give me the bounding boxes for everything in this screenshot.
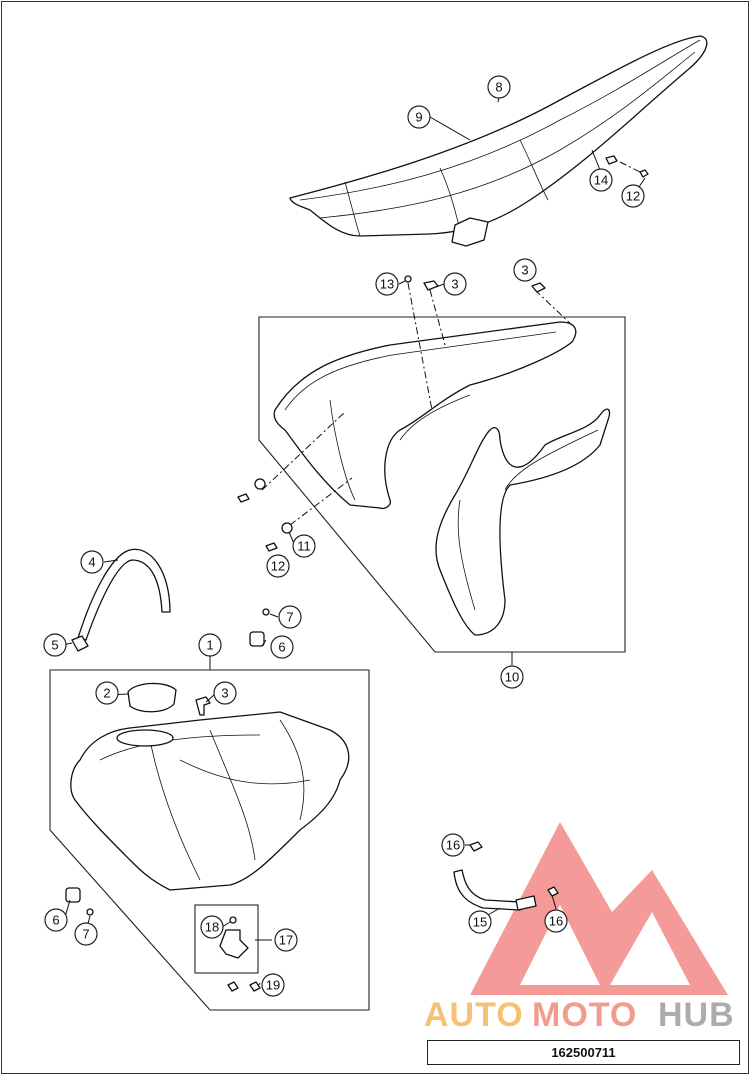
svg-text:5: 5	[51, 638, 58, 653]
svg-text:3: 3	[521, 263, 528, 278]
diagram-code: 162500711	[551, 1045, 616, 1060]
callout-12-seat: 12	[621, 184, 645, 208]
callout-10: 10	[500, 665, 524, 689]
callout-7-top: 7	[278, 605, 302, 629]
seat-part	[289, 35, 708, 247]
tank-cap	[127, 682, 211, 716]
fuel-tap-box	[194, 904, 261, 992]
callout-19: 19	[261, 973, 285, 997]
svg-text:16: 16	[549, 914, 563, 929]
svg-text:8: 8	[495, 80, 502, 95]
svg-text:2: 2	[103, 686, 110, 701]
svg-text:14: 14	[594, 173, 608, 188]
svg-text:7: 7	[82, 927, 89, 942]
callout-17: 17	[274, 928, 298, 952]
watermark-text-hub: HUB	[658, 996, 735, 1034]
svg-text:12: 12	[271, 559, 285, 574]
svg-text:17: 17	[279, 933, 293, 948]
callout-8: 8	[487, 75, 511, 99]
callout-5: 5	[43, 633, 67, 657]
svg-text:11: 11	[297, 539, 311, 554]
watermark-text: AUTO MOTO HUB	[424, 996, 735, 1034]
callout-12-cover: 12	[266, 554, 290, 578]
svg-text:6: 6	[52, 913, 59, 928]
callout-3-tank: 3	[213, 681, 237, 705]
watermark-text-moto: MOTO	[532, 996, 637, 1034]
watermark-logo	[470, 822, 728, 995]
svg-text:18: 18	[205, 920, 219, 935]
fuel-tank-part	[70, 711, 350, 891]
svg-text:3: 3	[451, 277, 458, 292]
callout-16-bottom: 16	[544, 909, 568, 933]
callout-4: 4	[80, 550, 104, 574]
svg-text:13: 13	[380, 277, 394, 292]
svg-text:16: 16	[446, 838, 460, 853]
svg-text:4: 4	[88, 555, 95, 570]
nut-bolt-6-7-bottom	[65, 887, 94, 916]
breather-hose	[71, 548, 171, 652]
callout-13: 13	[375, 272, 399, 296]
side-cover-lower	[435, 408, 611, 636]
callout-11: 11	[292, 534, 316, 558]
fuel-line-part	[453, 841, 559, 911]
callout-2: 2	[95, 681, 119, 705]
svg-text:6: 6	[278, 640, 285, 655]
svg-text:10: 10	[505, 670, 519, 685]
svg-text:1: 1	[206, 638, 213, 653]
diagram-code-box: 162500711	[427, 1040, 740, 1065]
callout-9: 9	[407, 105, 431, 129]
callout-15: 15	[468, 910, 492, 934]
svg-text:12: 12	[626, 189, 640, 204]
side-cover-group-box	[258, 316, 626, 653]
callout-14: 14	[589, 168, 613, 192]
svg-text:15: 15	[473, 915, 487, 930]
callout-16-top: 16	[441, 833, 465, 857]
svg-text:19: 19	[266, 978, 280, 993]
seat-screw	[605, 155, 649, 178]
callout-1: 1	[198, 633, 222, 657]
svg-text:7: 7	[286, 610, 293, 625]
svg-text:3: 3	[221, 686, 228, 701]
callout-3-cover-right: 3	[513, 258, 537, 282]
side-cover-fasteners	[237, 275, 576, 552]
callout-6-top: 6	[270, 635, 294, 659]
nut-bolt-6-7-top	[249, 608, 270, 647]
svg-text:9: 9	[415, 110, 422, 125]
watermark-text-auto: AUTO	[424, 996, 524, 1034]
fuel-tank-group-box	[49, 669, 370, 1011]
callout-3-cover-left: 3	[443, 272, 467, 296]
callout-6-bottom: 6	[44, 908, 68, 932]
callout-18: 18	[200, 915, 224, 939]
callout-7-bottom: 7	[74, 922, 98, 946]
side-cover-upper	[273, 321, 577, 510]
